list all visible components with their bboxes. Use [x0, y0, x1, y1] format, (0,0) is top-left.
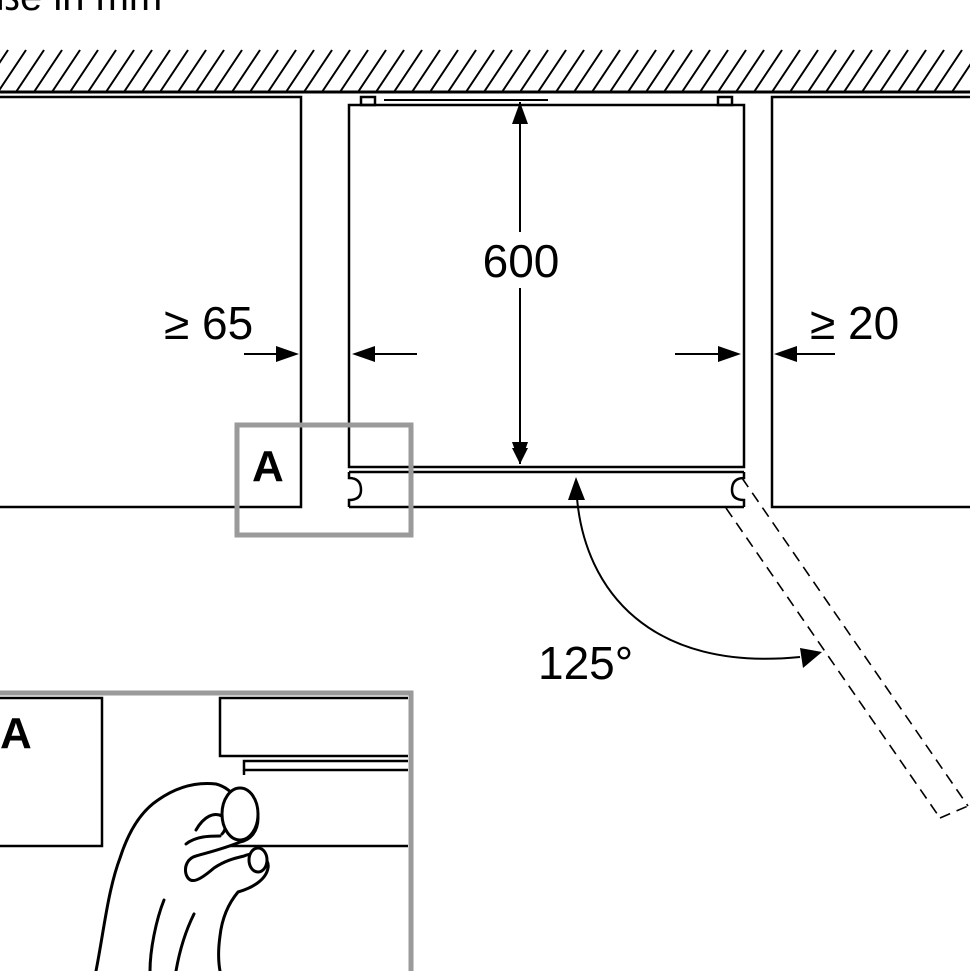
hatch-stroke: [249, 49, 279, 93]
units-heading: Maße in mm: [0, 0, 162, 19]
hatch-stroke: [843, 49, 873, 93]
hatch-stroke: [87, 49, 117, 93]
hatch-stroke: [789, 49, 819, 93]
detail-inset: [0, 690, 414, 976]
hatch-stroke: [33, 49, 63, 93]
hatch-stroke: [825, 49, 855, 93]
hatch-stroke: [0, 49, 27, 91]
hatch-stroke: [339, 49, 369, 93]
right-gap-dimension: [675, 346, 835, 362]
hatch-stroke: [681, 49, 711, 93]
hatch-stroke: [645, 49, 675, 93]
hatch-stroke: [735, 49, 765, 93]
hatch-stroke: [123, 49, 153, 93]
angle-value: 125°: [538, 637, 633, 689]
door-angle-arc: [568, 477, 822, 668]
hatch-stroke: [303, 49, 333, 93]
hatch-stroke: [105, 49, 135, 93]
hatch-stroke: [69, 49, 99, 93]
hatch-stroke: [591, 49, 621, 93]
hatch-stroke: [159, 49, 189, 93]
hatch-stroke: [375, 49, 405, 93]
hatch-stroke: [267, 49, 297, 93]
appliance-body: [347, 95, 746, 509]
hatch-stroke: [411, 49, 441, 93]
height-dimension: 600: [478, 102, 564, 464]
hatch-stroke: [483, 49, 513, 93]
detail-marker-label: A: [252, 442, 284, 491]
hatch-stroke: [753, 49, 783, 93]
left-gap-value: ≥ 65: [164, 297, 253, 349]
hatch-stroke: [519, 49, 549, 93]
detail-inset-label: A: [0, 709, 32, 758]
hatch-stroke: [609, 49, 639, 93]
hatch-stroke: [195, 49, 225, 93]
detail-marker-frame: [234, 422, 414, 538]
hatch-stroke: [573, 49, 603, 93]
hatch-stroke: [177, 49, 207, 93]
hatch-stroke: [537, 49, 567, 93]
hatch-stroke: [447, 49, 477, 93]
hatch-stroke: [141, 49, 171, 93]
hatch-stroke: [807, 49, 837, 93]
hatch-stroke: [879, 49, 909, 93]
hatch-stroke: [663, 49, 693, 93]
hand-illustration: [94, 782, 270, 973]
hatch-stroke: [213, 49, 243, 93]
left-cabinet: [0, 95, 303, 509]
open-door-outline: [725, 477, 969, 819]
right-cabinet: [770, 95, 970, 509]
hatch-stroke: [321, 49, 351, 93]
hatch-stroke: [15, 49, 45, 93]
hatch-stroke: [429, 49, 459, 93]
hatch-stroke: [555, 49, 585, 93]
hatch-stroke: [393, 49, 423, 93]
hatch-stroke: [357, 49, 387, 93]
hatch-stroke: [231, 49, 261, 93]
hatch-stroke: [0, 49, 9, 64]
hatch-stroke: [717, 49, 747, 93]
hatch-stroke: [51, 49, 81, 93]
hatch-stroke: [915, 49, 945, 93]
hatch-stroke: [951, 63, 970, 93]
hatch-stroke: [465, 49, 495, 93]
hatch-stroke: [699, 49, 729, 93]
height-value: 600: [483, 235, 560, 287]
hatch-stroke: [627, 49, 657, 93]
hatch-stroke: [771, 49, 801, 93]
ceiling-hatch: [0, 49, 970, 94]
right-gap-value: ≥ 20: [810, 297, 899, 349]
hatch-stroke: [897, 49, 927, 93]
hatch-stroke: [501, 49, 531, 93]
hatch-stroke: [933, 49, 963, 93]
hatch-stroke: [861, 49, 891, 93]
left-gap-dimension: [244, 346, 417, 362]
hatch-stroke: [285, 49, 315, 93]
